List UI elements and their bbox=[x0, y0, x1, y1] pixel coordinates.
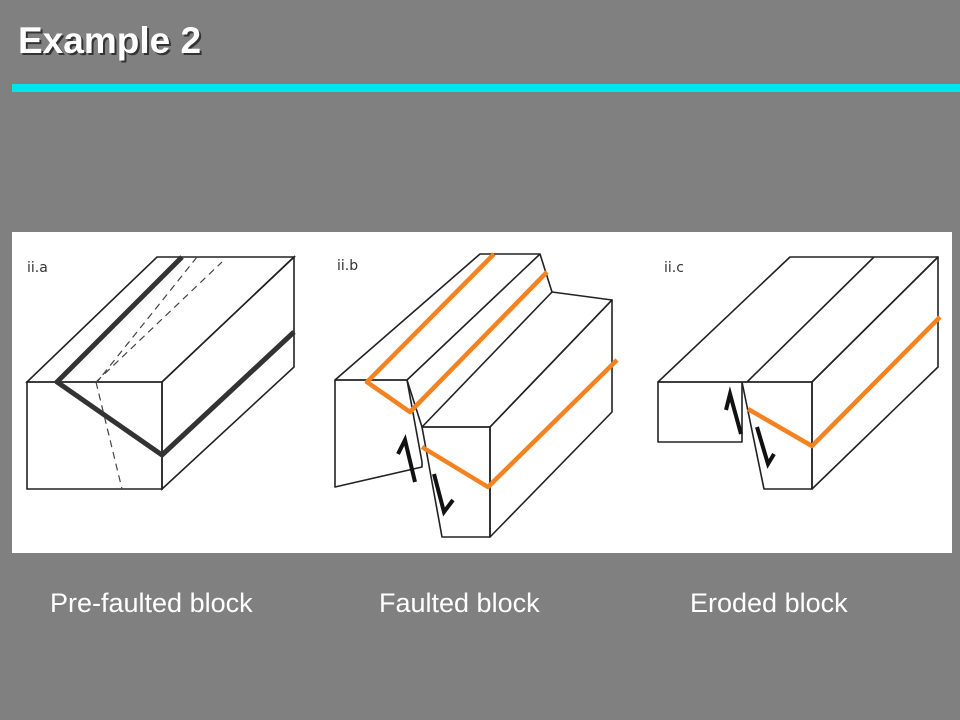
panel-label-ii-b: ii.b bbox=[337, 258, 358, 274]
title-underline bbox=[12, 84, 960, 92]
block-ii-c-outline bbox=[657, 256, 939, 490]
ii-a-dark-bed bbox=[54, 255, 296, 458]
slide-title: Example 2 bbox=[18, 20, 202, 61]
figure-panel: ii.a ii.b bbox=[12, 232, 952, 553]
panel-label-ii-c: ii.c bbox=[664, 260, 684, 276]
ii-b-slip-arrows bbox=[396, 434, 455, 517]
caption-faulted-block: Faulted block bbox=[379, 588, 540, 618]
block-ii-b-outline bbox=[334, 253, 613, 538]
ii-c-offset-bed bbox=[746, 315, 942, 449]
fault-block-diagram: ii.a ii.b bbox=[25, 252, 942, 538]
panel-label-ii-a: ii.a bbox=[27, 260, 48, 276]
block-ii-b: ii.b bbox=[334, 252, 619, 538]
block-ii-c: ii.c bbox=[657, 256, 942, 490]
caption-eroded-block: Eroded block bbox=[690, 588, 848, 618]
caption-pre-faulted-block: Pre-faulted block bbox=[50, 588, 253, 618]
block-ii-a: ii.a bbox=[25, 255, 297, 491]
ii-c-slip-arrows bbox=[724, 386, 776, 469]
ii-a-hidden-fault-trace bbox=[95, 256, 223, 490]
ii-b-offset-bed bbox=[364, 252, 619, 490]
